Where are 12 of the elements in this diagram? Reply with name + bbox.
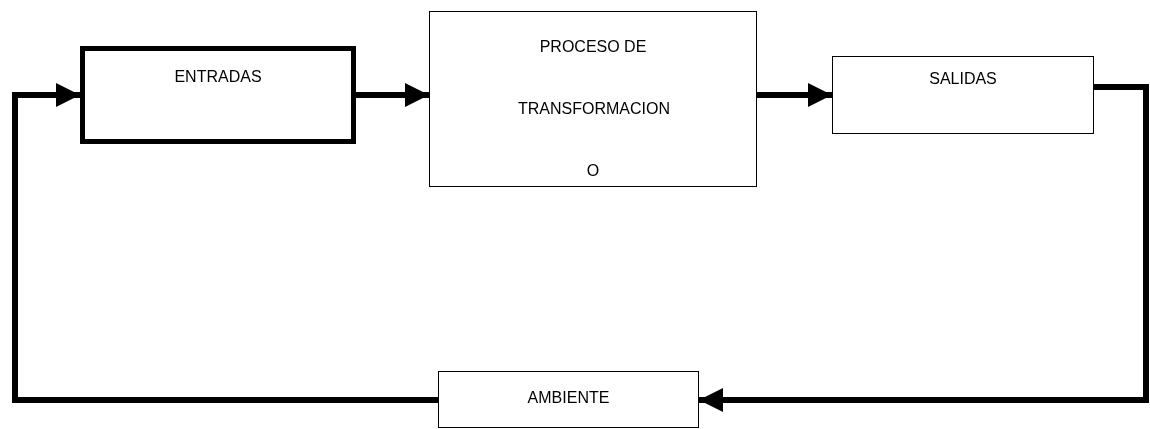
box-label: SALIDAS <box>929 69 997 89</box>
box-label: AMBIENTE <box>527 388 610 408</box>
arrow <box>699 84 1149 412</box>
process-box <box>80 46 356 144</box>
box-label: ENTRADAS <box>174 67 262 87</box>
process-box <box>429 11 757 187</box>
process-box <box>832 56 1094 134</box>
arrow <box>757 83 832 107</box>
box-label: PROCESO DE TRANSFORMACION O <box>518 37 668 181</box>
arrow <box>356 83 429 107</box>
arrow <box>12 83 438 403</box>
process-box <box>438 371 699 428</box>
